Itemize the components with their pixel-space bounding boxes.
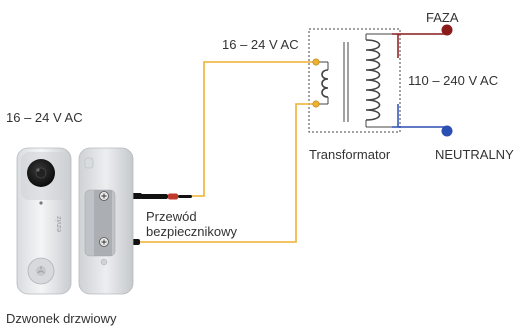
doorbell-voltage-label: 16 – 24 V AC bbox=[6, 110, 83, 125]
primary-coil bbox=[365, 39, 381, 121]
transformer-box bbox=[308, 28, 401, 133]
primary-voltage-label: 110 – 240 V AC bbox=[408, 73, 499, 88]
fuse-wire-right bbox=[178, 195, 192, 198]
fuse-wire-label-line1: Przewód bbox=[146, 209, 197, 224]
neutral-terminal bbox=[441, 125, 453, 137]
fuse-element bbox=[168, 193, 178, 200]
secondary-coil bbox=[321, 69, 329, 98]
fuse-wire-left bbox=[140, 194, 168, 199]
low-voltage-wire-bottom bbox=[137, 103, 316, 243]
device-logo: ezviz bbox=[56, 216, 63, 232]
low-voltage-wire-top bbox=[176, 61, 316, 197]
phase-terminal bbox=[441, 24, 453, 36]
transformer-terminal-bottom bbox=[312, 100, 320, 108]
doorbell-label: Dzwonek drzwiowy bbox=[6, 311, 117, 326]
secondary-voltage-label: 16 – 24 V AC bbox=[222, 37, 299, 52]
neutral-label: NEUTRALNY bbox=[435, 147, 514, 162]
fuse-wire-label-line2: bezpiecznikowy bbox=[146, 224, 238, 239]
phase-label: FAZA bbox=[426, 10, 459, 25]
transformer-label: Transformator bbox=[309, 147, 391, 162]
doorbell-front bbox=[16, 147, 72, 295]
transformer-terminal-top bbox=[312, 58, 320, 66]
doorbell-back bbox=[78, 147, 134, 295]
